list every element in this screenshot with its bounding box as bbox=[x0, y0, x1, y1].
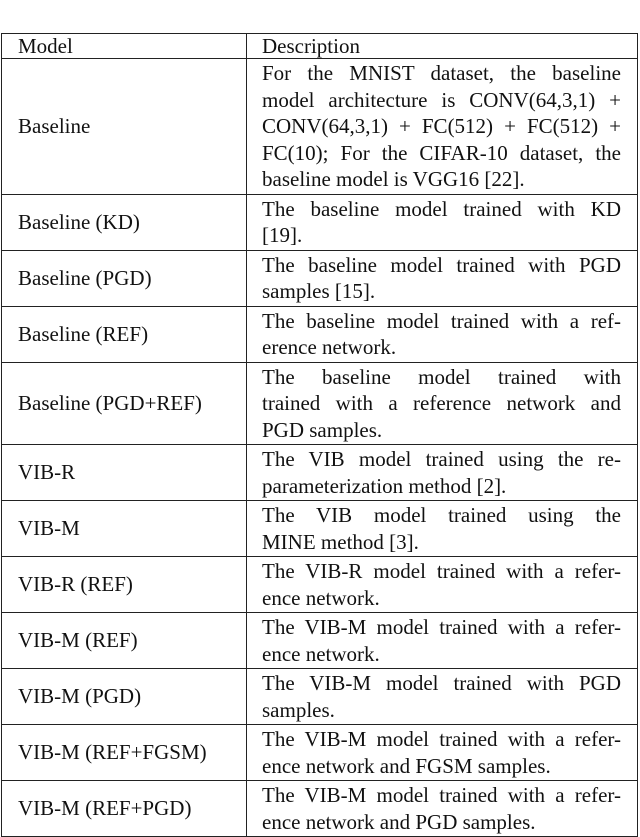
model-cell: VIB-M (REF) bbox=[1, 612, 247, 669]
description-line: The VIB model trained using the re- bbox=[262, 447, 621, 471]
description-cell: The VIB model trained using the re-param… bbox=[246, 444, 638, 501]
description-line: samples [15]. bbox=[262, 279, 376, 303]
description-cell: The VIB-M model trained with a refer-enc… bbox=[246, 612, 638, 669]
model-cell: VIB-M bbox=[1, 500, 247, 557]
model-cell: VIB-M (REF+FGSM) bbox=[1, 724, 247, 781]
model-cell: Baseline (PGD) bbox=[1, 249, 247, 307]
description-line: The baseline model trained with KD bbox=[262, 196, 621, 221]
model-cell: Baseline (PGD+REF) bbox=[1, 361, 247, 445]
description-cell: The VIB-R model trained with a refer-enc… bbox=[246, 556, 638, 613]
table-row: Baseline (PGD+REF)The baseline model tra… bbox=[1, 361, 638, 445]
description-line: parameterization method [2]. bbox=[262, 473, 507, 498]
table-row: Baseline (KD)The baseline model trained … bbox=[1, 193, 638, 251]
model-cell: Baseline (REF) bbox=[1, 305, 247, 363]
description-line: ence network and PGD samples. bbox=[262, 809, 536, 834]
model-cell: VIB-R bbox=[1, 444, 247, 501]
table-row: VIB-M (REF+FGSM)The VIB-M model trained … bbox=[1, 724, 638, 781]
table-row: Baseline (REF)The baseline model trained… bbox=[1, 305, 638, 363]
description-line: For the MNIST dataset, the baseline bbox=[262, 61, 621, 85]
description-line: samples. bbox=[262, 697, 335, 722]
description-line: FC(10); For the CIFAR-10 dataset, the bbox=[262, 140, 621, 165]
description-line: The VIB-M model trained with a refer- bbox=[262, 615, 621, 639]
description-line: ence network. bbox=[262, 641, 380, 666]
description-line: The VIB model trained using the bbox=[262, 503, 621, 527]
description-line: ence network. bbox=[262, 585, 380, 610]
description-line: model architecture is CONV(64,3,1) + bbox=[262, 87, 621, 112]
description-line: The VIB-M model trained with PGD bbox=[262, 671, 621, 695]
table-row: VIB-M (REF+PGD)The VIB-M model trained w… bbox=[1, 780, 638, 837]
table-row: VIB-M (PGD)The VIB-M model trained with … bbox=[1, 668, 638, 725]
description-line: The VIB-M model trained with a refer- bbox=[262, 783, 621, 807]
description-line: trained with a reference network and bbox=[262, 391, 621, 415]
description-line: The baseline model trained with bbox=[262, 364, 621, 389]
table-row: VIB-M (REF)The VIB-M model trained with … bbox=[1, 612, 638, 669]
description-line: PGD samples. bbox=[262, 417, 383, 442]
header-model: Model bbox=[1, 33, 247, 59]
description-line: MINE method [3]. bbox=[262, 529, 419, 554]
model-cell: Baseline (KD) bbox=[1, 193, 247, 251]
description-cell: The baseline model trained with KD[19]. bbox=[246, 193, 638, 251]
description-line: CONV(64,3,1) + FC(512) + FC(512) + bbox=[262, 114, 621, 138]
description-line: The baseline model trained with a ref- bbox=[262, 308, 621, 333]
description-line: baseline model is VGG16 [22]. bbox=[262, 167, 525, 191]
description-line: [19]. bbox=[262, 223, 303, 247]
model-cell: VIB-R (REF) bbox=[1, 556, 247, 613]
description-cell: The VIB-M model trained with a refer-enc… bbox=[246, 780, 638, 837]
header-description: Description bbox=[246, 33, 638, 59]
model-cell: VIB-M (REF+PGD) bbox=[1, 780, 247, 837]
description-cell: The baseline model trained with a ref-er… bbox=[246, 305, 638, 363]
header-row: Model Description bbox=[1, 33, 638, 59]
model-cell: Baseline bbox=[1, 58, 247, 195]
description-line: The VIB-R model trained with a refer- bbox=[262, 559, 621, 583]
description-line: The baseline model trained with PGD bbox=[262, 252, 621, 277]
table-row: Baseline (PGD)The baseline model trained… bbox=[1, 249, 638, 307]
description-line: The VIB-M model trained with a refer- bbox=[262, 727, 621, 751]
table-row: VIB-R (REF)The VIB-R model trained with … bbox=[1, 556, 638, 613]
model-cell: VIB-M (PGD) bbox=[1, 668, 247, 725]
description-cell: The VIB-M model trained with a refer-enc… bbox=[246, 724, 638, 781]
description-line: erence network. bbox=[262, 335, 397, 359]
description-line: ence network and FGSM samples. bbox=[262, 753, 551, 778]
